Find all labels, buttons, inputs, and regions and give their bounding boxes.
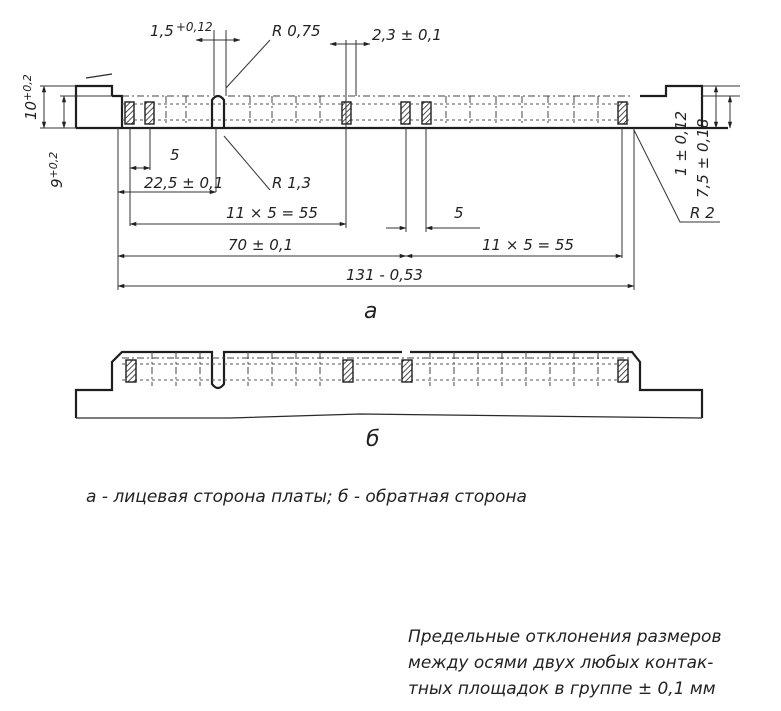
view-a: 1,5+0,12 R 0,75 2,3 ± 0,1 10+0,2 9+0,2 5… (21, 20, 740, 324)
slot-a (210, 94, 226, 128)
pad (125, 359, 137, 383)
dim-pitch-5: 5 (170, 146, 180, 164)
dim-radius-075: R 0,75 (272, 22, 321, 40)
pad (617, 101, 628, 125)
pad (342, 359, 354, 383)
dim-height-9: 9+0,2 (47, 152, 66, 188)
view-b-label: б (366, 427, 380, 452)
note-line: Предельные отклонения размеров (408, 627, 721, 647)
dim-right-1: 1 ± 0,12 (672, 111, 690, 176)
dim-radius-1-3: R 1,3 (272, 174, 311, 192)
note-line: между осями двух любых контак- (408, 653, 713, 673)
dim-span-55-b: 11 × 5 = 55 (482, 236, 574, 254)
dim-height-10: 10+0,2 (21, 74, 40, 120)
pad (617, 359, 629, 383)
dim-offset-22-5: 22,5 ± 0,1 (144, 174, 223, 192)
dim-right-7-5: 7,5 ± 0,18 (694, 119, 712, 198)
tolerance-note: Предельные отклонения размеров между ося… (408, 627, 721, 699)
figure-caption: а - лицевая сторона платы; б - обратная … (86, 487, 527, 507)
board-outline-b (74, 350, 704, 418)
pad (400, 101, 411, 125)
dim-1-5: 1,5+0,12 (150, 20, 213, 40)
pad (144, 101, 155, 125)
pad (401, 359, 413, 383)
dim-pad-width: 2,3 ± 0,1 (372, 26, 442, 44)
dim-pitch-5b: 5 (454, 204, 464, 222)
pad (124, 101, 135, 125)
dim-span-55-a: 11 × 5 = 55 (226, 204, 318, 222)
note-line: тных площадок в группе ± 0,1 мм (408, 679, 716, 699)
pad (421, 101, 432, 125)
dim-radius-2: R 2 (690, 204, 715, 222)
dim-center-70: 70 ± 0,1 (228, 236, 293, 254)
view-a-label: а (364, 299, 377, 324)
view-b: б (74, 350, 704, 452)
dim-total-131: 131 - 0,53 (346, 266, 423, 284)
